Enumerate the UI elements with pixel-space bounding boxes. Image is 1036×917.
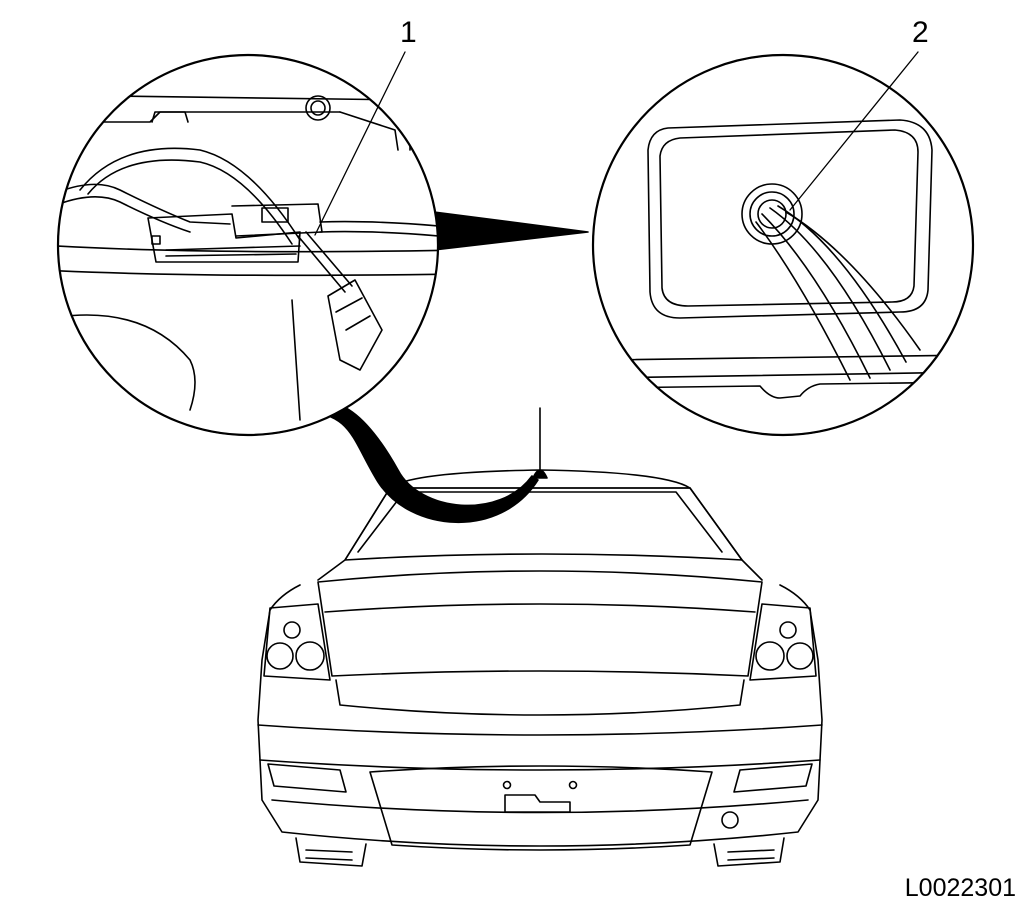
reflector-left [267, 763, 347, 793]
tail-light-left [263, 603, 331, 681]
c-pillar-right [689, 487, 763, 581]
detail-view-grommet [591, 53, 975, 437]
callout-label-1: 1 [400, 16, 417, 49]
detail-leader-curve [301, 401, 539, 524]
antenna-base [532, 469, 548, 479]
rear-bumper [257, 724, 823, 736]
car-rear-view [257, 407, 823, 867]
tail-light-right [749, 603, 817, 681]
tyre-left [295, 837, 367, 867]
c-pillar-left [317, 487, 391, 581]
rear-window [344, 487, 743, 561]
callout-label-2: 2 [912, 16, 929, 49]
car-roof [389, 469, 691, 489]
reflector-right [733, 763, 813, 793]
callout-line-1 [314, 51, 406, 236]
body-opening [647, 119, 933, 319]
detail-leader-wedge [433, 211, 589, 251]
license-plate-recess [369, 765, 713, 851]
trunk-lid [317, 570, 763, 677]
parking-sensor [721, 811, 739, 829]
trunk-release-handle [504, 794, 571, 813]
detail-view-antenna-cable [56, 53, 440, 437]
antenna-cable-connector [147, 213, 301, 263]
tyre-right [713, 837, 785, 867]
callout-line-2 [789, 51, 919, 211]
figure-reference-code: L0022301 [904, 874, 1016, 902]
